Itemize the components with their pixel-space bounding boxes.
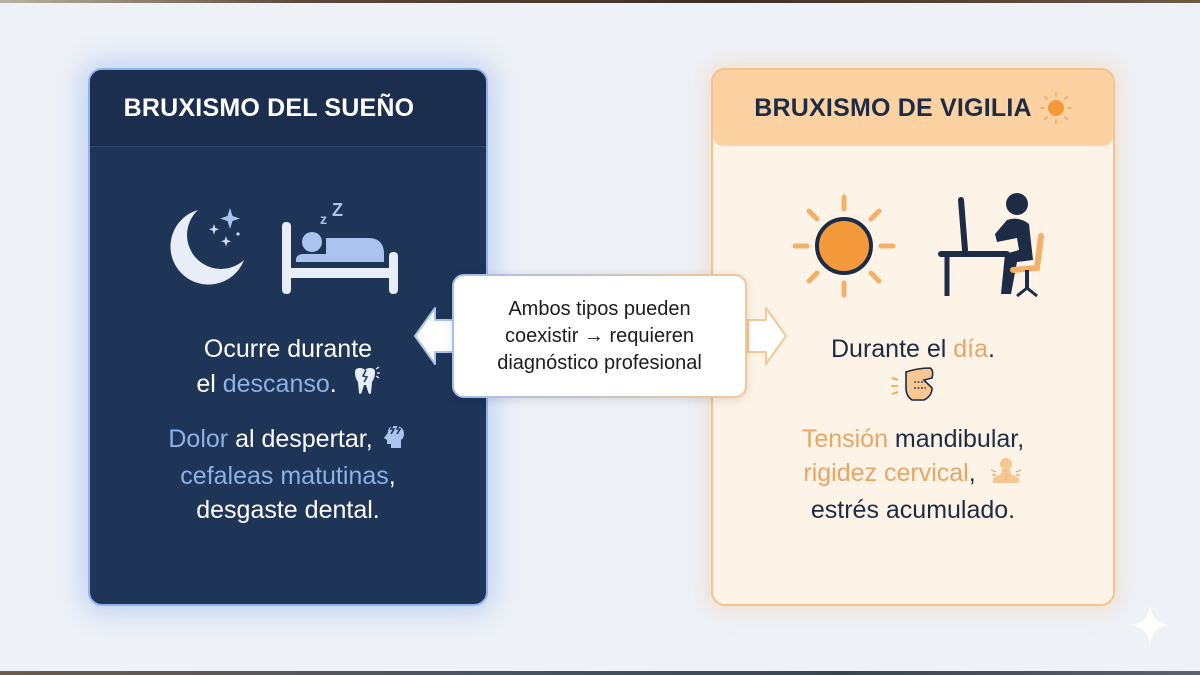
note-line2: coexistir → requieren: [505, 324, 694, 347]
wake-symptom-line1: Tensión mandibular,: [713, 422, 1113, 456]
wake-highlight-dia: día: [953, 335, 989, 363]
arrow-left-icon: [413, 306, 457, 371]
sleep-occurrence-text: Ocurre durante el descanso.: [90, 332, 486, 405]
wake-jaw-icon-row: [713, 366, 1113, 408]
bottom-edge-strip: [0, 671, 1200, 675]
sleep-illustrations: z Z: [158, 198, 406, 303]
sleep-line2-suffix: .: [329, 370, 337, 399]
crescent-moon-icon: [422, 93, 452, 123]
note-line3: diagnóstico profesional: [497, 351, 702, 374]
sleep-symptom-text2: ,: [388, 462, 396, 490]
sleep-occurrence-line1: Ocurre durante: [203, 335, 373, 363]
sun-icon: [1039, 92, 1072, 124]
sleep-card-header: BRUXISMO DEL SUEÑO: [90, 70, 486, 147]
sleep-occurrence-line2: el descanso.: [90, 366, 486, 405]
wake-card-header: BRUXISMO DE VIGILIA: [713, 70, 1113, 146]
sleep-symptom-line1: Dolor al despertar,: [90, 422, 486, 459]
wake-symptom-text2: ,: [968, 459, 976, 488]
svg-text:Z: Z: [332, 200, 343, 220]
wake-occurrence-line1: Durante el día.: [713, 332, 1113, 366]
sleep-line2-prefix: el: [196, 370, 223, 399]
sleep-symptom-line2: cefaleas matutinas,: [90, 459, 486, 493]
jaw-tension-icon: [888, 366, 938, 413]
arrow-right-icon: [744, 306, 788, 371]
coexistence-note-text: Ambos tipos pueden coexistir → requieren…: [497, 296, 702, 377]
sparkle-watermark-icon: [1128, 603, 1172, 652]
wake-symptom-line2: rigidez cervical,: [713, 456, 1113, 493]
wake-illustrations: [789, 190, 1055, 307]
neck-pain-icon: [989, 456, 1023, 493]
sleep-highlight-cefaleas: cefaleas matutinas: [180, 462, 389, 490]
wake-bruxism-card: BRUXISMO DE VIGILIA: [711, 68, 1115, 606]
wake-symptom-text1: mandibular,: [887, 425, 1025, 453]
wake-line1-suffix: .: [988, 335, 995, 363]
top-edge-strip: [0, 0, 1200, 3]
sleep-symptom-text1: al despertar,: [228, 425, 373, 453]
wake-line1-prefix: Durante el: [830, 335, 954, 363]
sleep-symptom-line3: desgaste dental.: [196, 496, 380, 524]
moon-stars-icon: [158, 202, 250, 299]
headache-icon: [382, 422, 408, 459]
person-at-desk-icon: [937, 190, 1055, 307]
wake-symptom-line3: estrés acumulado.: [810, 496, 1016, 524]
sleep-highlight-dolor: Dolor: [168, 425, 229, 453]
note-line1: Ambos tipos pueden: [508, 297, 691, 320]
wake-highlight-rigidez: rigidez cervical: [803, 459, 969, 488]
sleeping-person-bed-icon: z Z: [278, 198, 406, 303]
wake-symptoms-text: Tensión mandibular, rigidez cervical, es…: [713, 422, 1113, 527]
sleep-symptoms-text: Dolor al despertar, cefaleas matutinas, …: [90, 422, 486, 527]
wake-occurrence-text: Durante el día.: [713, 332, 1113, 408]
wake-highlight-tension: Tensión: [801, 425, 888, 453]
wake-card-title: BRUXISMO DE VIGILIA: [754, 93, 1032, 122]
sleep-highlight-descanso: descanso: [222, 370, 330, 399]
sun-icon: [789, 191, 899, 306]
sleep-card-title: BRUXISMO DEL SUEÑO: [123, 93, 415, 122]
cracked-tooth-icon: [350, 366, 380, 405]
coexistence-note-box: Ambos tipos pueden coexistir → requieren…: [452, 274, 747, 398]
svg-text:z: z: [320, 211, 327, 227]
